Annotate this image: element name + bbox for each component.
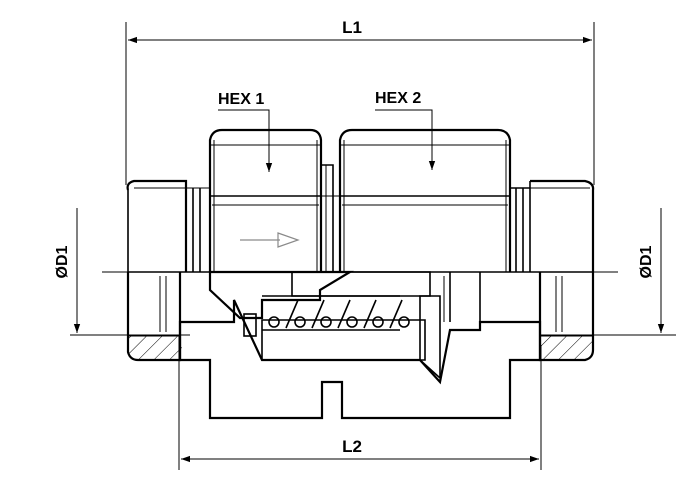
od1-left-label: ØD1 [54, 245, 71, 278]
hex2-callout: HEX 2 [375, 90, 436, 170]
l2-dimension: L2 [178, 336, 542, 470]
l1-dimension: L1 [125, 18, 595, 185]
l2-label: L2 [342, 437, 362, 456]
valve-section-lower [126, 270, 595, 420]
hex2-label: HEX 2 [375, 90, 421, 107]
spring [262, 295, 410, 331]
right-arrow-icon [240, 232, 300, 248]
valve-exterior-upper [126, 128, 595, 272]
hex1-callout: HEX 1 [218, 91, 273, 172]
od1-right-label: ØD1 [638, 245, 655, 278]
hex1-label: HEX 1 [218, 91, 264, 108]
l1-label: L1 [342, 18, 362, 37]
